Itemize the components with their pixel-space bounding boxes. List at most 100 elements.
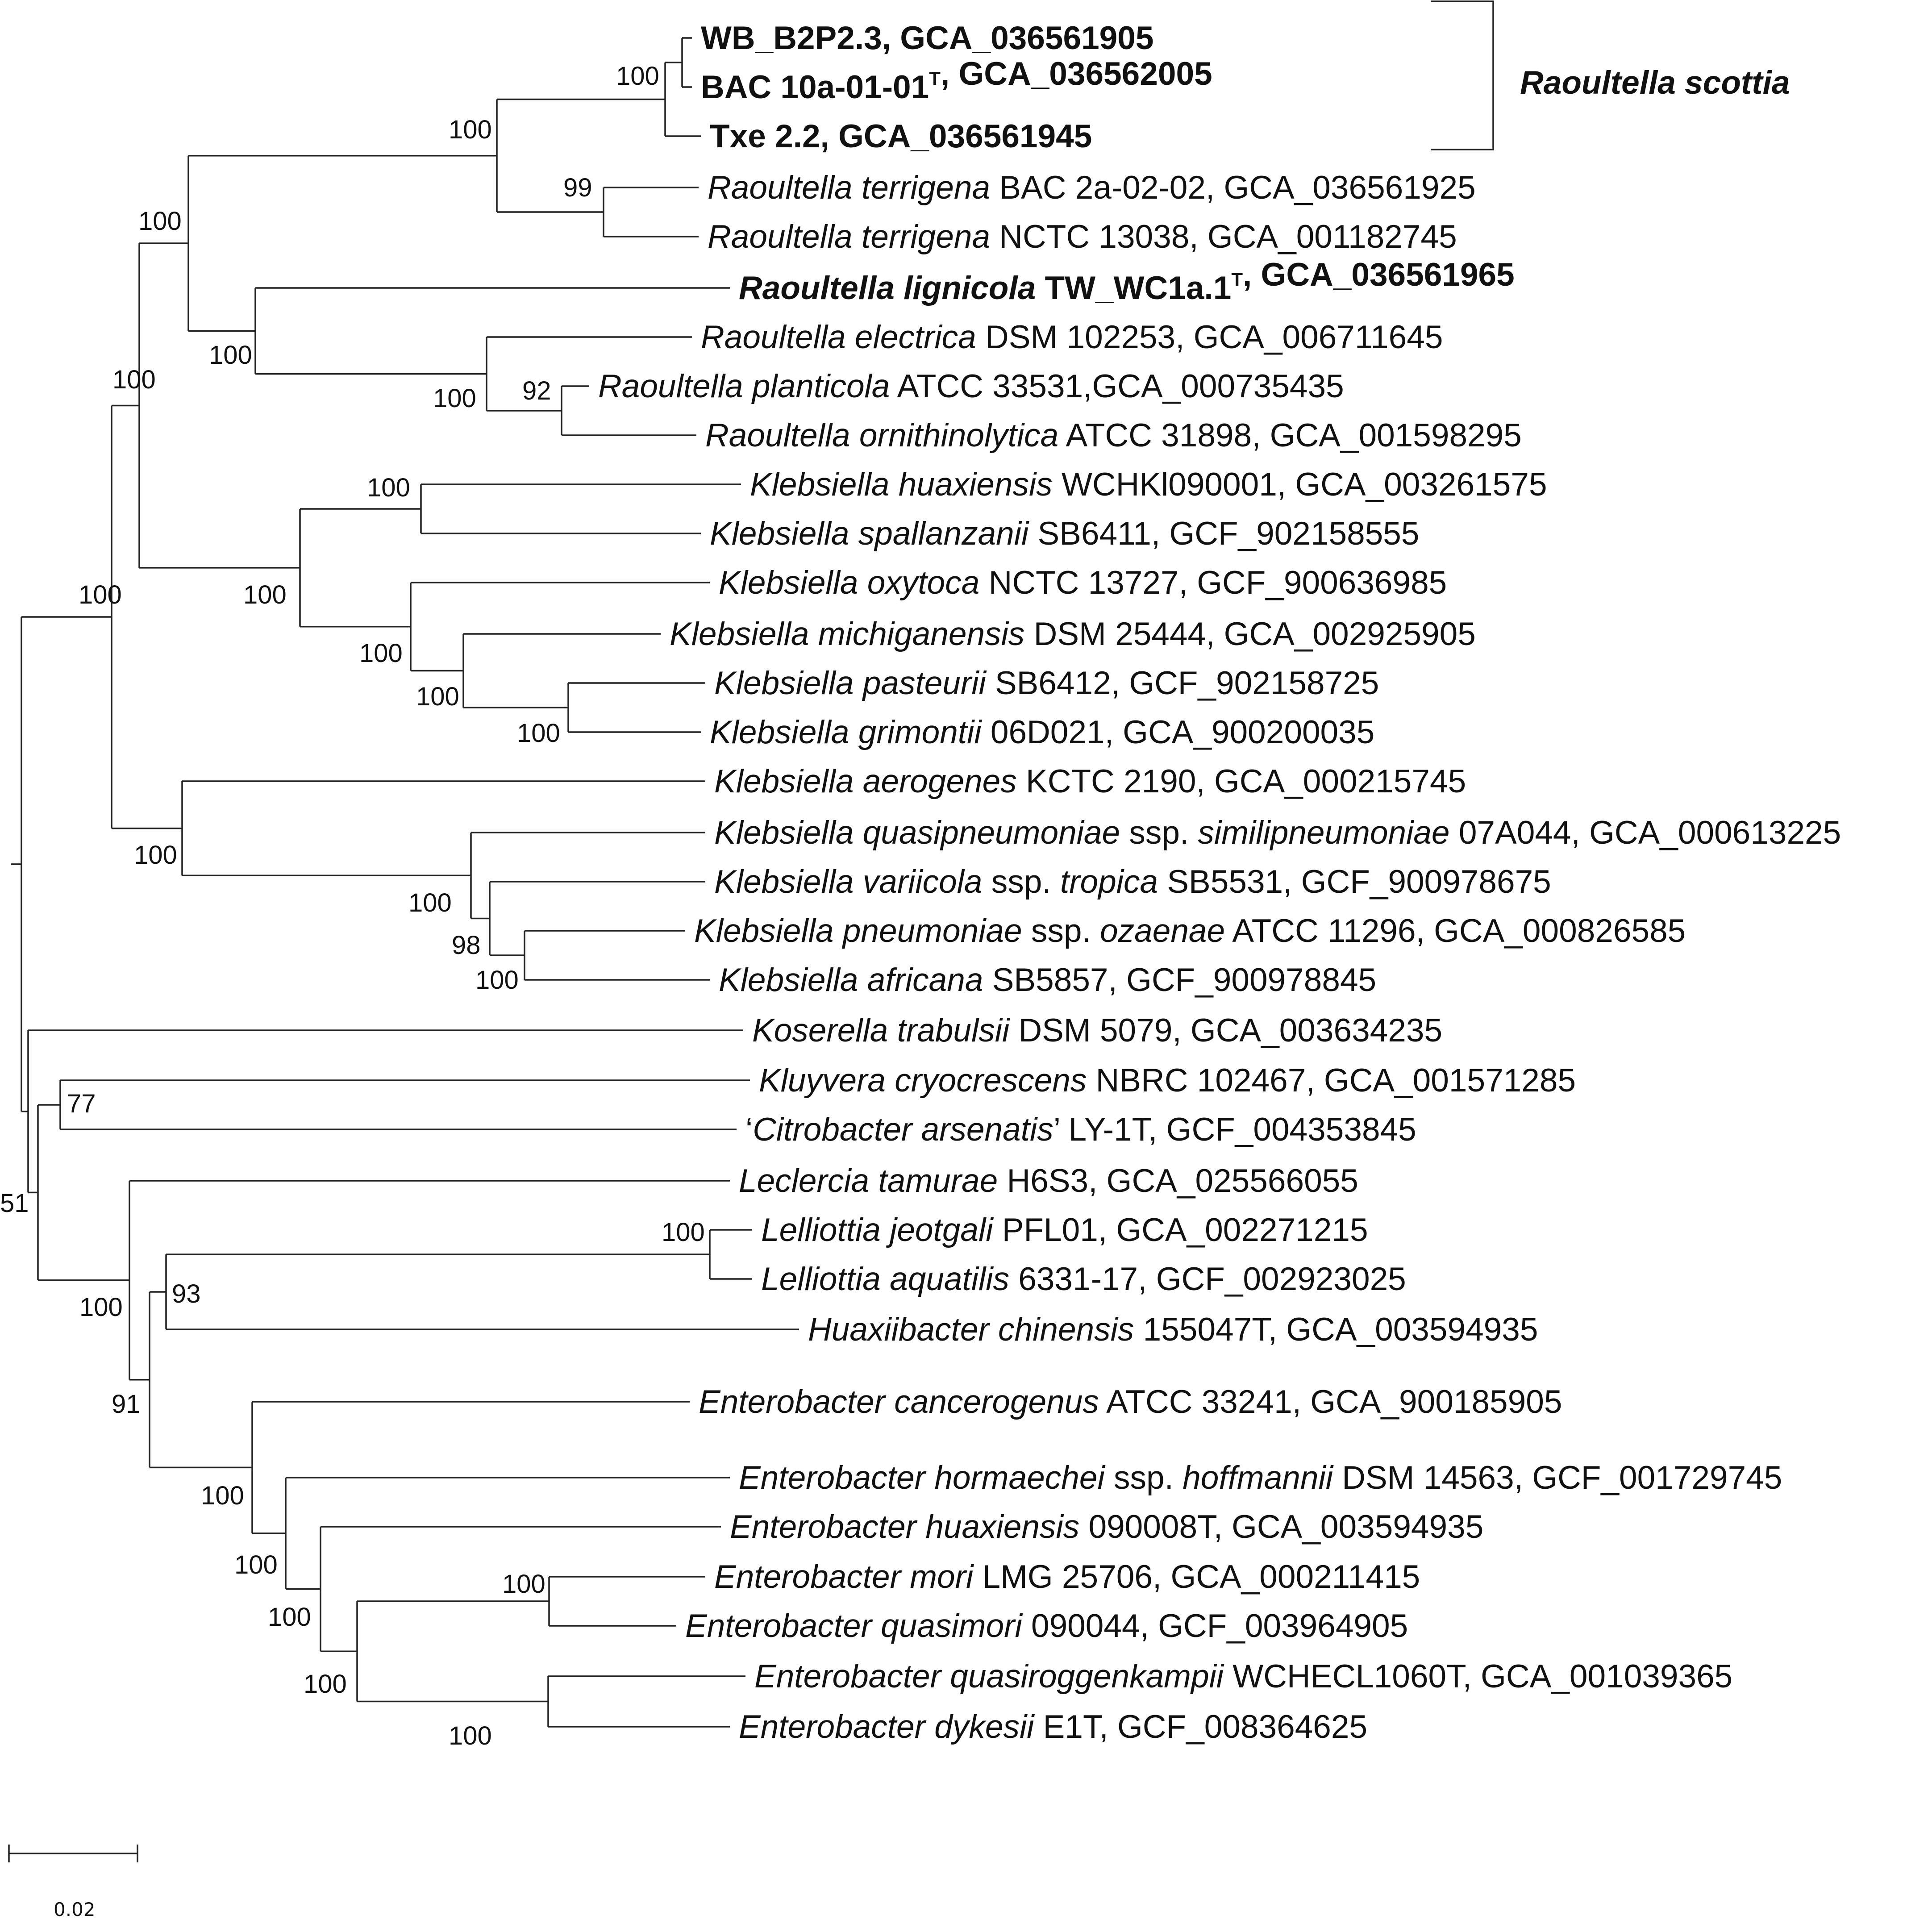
bootstrap-value: 100 xyxy=(268,1603,311,1632)
taxon-label-part: ATCC 31898, GCA_001598295 xyxy=(1058,417,1522,454)
bootstrap-value: 99 xyxy=(563,173,592,202)
bootstrap-value: 100 xyxy=(79,1293,123,1322)
taxon-label-part: Enterobacter cancerogenus xyxy=(699,1384,1099,1420)
type-strain-superscript: T xyxy=(1231,269,1243,290)
taxon-label-part: 06D021, GCA_900200035 xyxy=(982,714,1375,750)
taxon-label: Raoultella ornithinolytica ATCC 31898, G… xyxy=(705,417,1522,454)
bootstrap-value: 100 xyxy=(367,473,410,502)
taxon-label: Raoultella planticola ATCC 33531,GCA_000… xyxy=(598,368,1344,404)
taxon-label-part: , GCA_036562005 xyxy=(941,56,1212,92)
taxon-label: Enterobacter quasimori 090044, GCF_00396… xyxy=(685,1608,1408,1644)
bootstrap-value: 100 xyxy=(517,719,560,748)
taxon-label-part: WB_B2P2.3, GCA_036561905 xyxy=(701,20,1153,56)
taxon-label-part: ATCC 33531,GCA_000735435 xyxy=(890,368,1344,404)
scale-bar: 0.02 xyxy=(8,1845,138,1920)
taxon-label-part: Citrobacter arsenatis xyxy=(753,1112,1053,1148)
taxon-label-part: SB5531, GCF_900978675 xyxy=(1158,864,1551,900)
taxon-label-part: SB6411, GCF_902158555 xyxy=(1028,516,1419,552)
clade-bracket-line xyxy=(1431,0,1494,150)
taxon-label-part: WCHECL1060T, GCA_001039365 xyxy=(1224,1658,1732,1695)
clade-bracket-label: Raoultella scottia xyxy=(1520,65,1790,101)
taxon-label-part: , GCA_036561965 xyxy=(1243,257,1515,293)
taxon-label-part: Klebsiella oxytoca xyxy=(719,565,979,601)
taxon-label: Lelliottia aquatilis 6331-17, GCF_002923… xyxy=(761,1261,1406,1297)
taxon-label-part: H6S3, GCA_025566055 xyxy=(998,1163,1358,1199)
taxon-label-part: hoffmannii xyxy=(1183,1460,1334,1496)
taxon-label: Huaxiibacter chinensis 155047T, GCA_0035… xyxy=(808,1312,1538,1348)
taxon-label-part: WCHKl090001, GCA_003261575 xyxy=(1053,466,1547,503)
taxon-label: Enterobacter cancerogenus ATCC 33241, GC… xyxy=(699,1384,1562,1420)
bootstrap-value: 92 xyxy=(522,376,551,405)
taxon-label: Lelliottia jeotgali PFL01, GCA_002271215 xyxy=(761,1212,1368,1248)
bootstrap-value: 100 xyxy=(201,1481,244,1510)
bootstrap-value: 100 xyxy=(138,207,182,236)
taxon-label-part: Klebsiella grimontii xyxy=(710,714,982,750)
taxon-label-part: Raoultella lignicola xyxy=(739,270,1036,306)
bootstrap-value: 100 xyxy=(433,384,476,413)
taxon-label: Klebsiella oxytoca NCTC 13727, GCF_90063… xyxy=(719,565,1447,601)
taxon-label-part: Raoultella ornithinolytica xyxy=(705,417,1058,454)
taxon-label-part: Koserella trabulsii xyxy=(752,1012,1010,1049)
bootstrap-value: 98 xyxy=(452,931,481,960)
taxon-label: Koserella trabulsii DSM 5079, GCA_003634… xyxy=(752,1012,1442,1049)
taxon-label: Klebsiella grimontii 06D021, GCA_9002000… xyxy=(710,714,1374,750)
bootstrap-value: 77 xyxy=(67,1089,96,1118)
bootstrap-value: 100 xyxy=(475,966,519,995)
taxon-label-part: Enterobacter hormaechei xyxy=(739,1460,1105,1496)
bootstrap-value: 100 xyxy=(416,682,459,711)
taxon-label-part: Klebsiella quasipneumoniae xyxy=(714,815,1120,851)
taxon-label-part: DSM 14563, GCF_001729745 xyxy=(1333,1460,1782,1496)
taxon-label-part: SB6412, GCF_902158725 xyxy=(986,665,1379,701)
taxon-label-part: ’ LY-1T, GCF_004353845 xyxy=(1053,1112,1416,1148)
taxon-label-part: ssp. xyxy=(983,864,1060,900)
bootstrap-value: 51 xyxy=(0,1189,29,1218)
taxon-label-part: DSM 25444, GCA_002925905 xyxy=(1024,616,1476,652)
taxon-label: Klebsiella michiganensis DSM 25444, GCA_… xyxy=(670,616,1476,652)
taxon-label: Klebsiella pasteurii SB6412, GCF_9021587… xyxy=(714,665,1379,701)
bootstrap-value: 100 xyxy=(79,580,122,609)
taxon-label: Txe 2.2, GCA_036561945 xyxy=(710,118,1092,154)
bootstrap-value: 100 xyxy=(359,639,403,668)
taxon-label: Enterobacter huaxiensis 090008T, GCA_003… xyxy=(730,1509,1483,1545)
taxon-label-part: Lelliottia aquatilis xyxy=(761,1261,1009,1297)
taxon-label: ‘Citrobacter arsenatis’ LY-1T, GCF_00435… xyxy=(745,1112,1416,1148)
taxon-label-part: Txe 2.2, GCA_036561945 xyxy=(710,118,1092,154)
taxon-label-part: 155047T, GCA_003594935 xyxy=(1134,1312,1538,1348)
bootstrap-value: 100 xyxy=(304,1670,347,1699)
clade-bracket: Raoultella scottia xyxy=(1431,0,1790,150)
bootstrap-value: 100 xyxy=(234,1550,278,1579)
taxon-label-part: tropica xyxy=(1060,864,1158,900)
taxon-label-part: NCTC 13038, GCA_001182745 xyxy=(990,219,1457,255)
taxon-label-part: Klebsiella africana xyxy=(719,962,983,998)
bootstrap-value: 91 xyxy=(112,1390,141,1419)
taxon-label-part: SB5857, GCF_900978845 xyxy=(983,962,1376,998)
taxon-label: Raoultella terrigena NCTC 13038, GCA_001… xyxy=(708,219,1457,255)
taxon-label: Klebsiella huaxiensis WCHKl090001, GCA_0… xyxy=(750,466,1547,503)
taxon-label: Klebsiella pneumoniae ssp. ozaenae ATCC … xyxy=(694,913,1686,949)
bootstrap-value: 100 xyxy=(449,115,492,144)
bootstrap-value: 100 xyxy=(209,341,252,370)
bootstrap-value: 100 xyxy=(616,62,659,91)
taxon-label-part: Klebsiella aerogenes xyxy=(714,763,1017,800)
taxon-label: Kluyvera cryocrescens NBRC 102467, GCA_0… xyxy=(759,1062,1576,1099)
taxon-label-part: Klebsiella pneumoniae xyxy=(694,913,1022,949)
taxon-label: Klebsiella aerogenes KCTC 2190, GCA_0002… xyxy=(714,763,1466,800)
taxon-label-part: Enterobacter quasiroggenkampii xyxy=(754,1658,1224,1695)
taxon-label-part: Klebsiella michiganensis xyxy=(670,616,1024,652)
taxon-label: Klebsiella quasipneumoniae ssp. similipn… xyxy=(714,815,1841,851)
taxon-label-part: Enterobacter quasimori xyxy=(685,1608,1023,1644)
taxon-label-part: BAC 2a-02-02, GCA_036561925 xyxy=(990,170,1476,206)
taxon-label-part: DSM 5079, GCA_003634235 xyxy=(1009,1012,1442,1049)
taxon-label-part: Klebsiella variicola xyxy=(714,864,983,900)
taxon-label-part: 090044, GCF_003964905 xyxy=(1022,1608,1408,1644)
taxon-label-part: ATCC 33241, GCA_900185905 xyxy=(1099,1384,1562,1420)
taxon-label: Raoultella electrica DSM 102253, GCA_006… xyxy=(701,319,1443,355)
bootstrap-value: 100 xyxy=(112,365,156,394)
taxon-label-part: NBRC 102467, GCA_001571285 xyxy=(1087,1062,1576,1099)
bootstrap-value: 100 xyxy=(449,1721,492,1750)
taxon-label-part: Raoultella terrigena xyxy=(708,170,990,206)
taxon-label-part: 090008T, GCA_003594935 xyxy=(1079,1509,1483,1545)
taxon-label-part: ssp. xyxy=(1120,815,1198,851)
